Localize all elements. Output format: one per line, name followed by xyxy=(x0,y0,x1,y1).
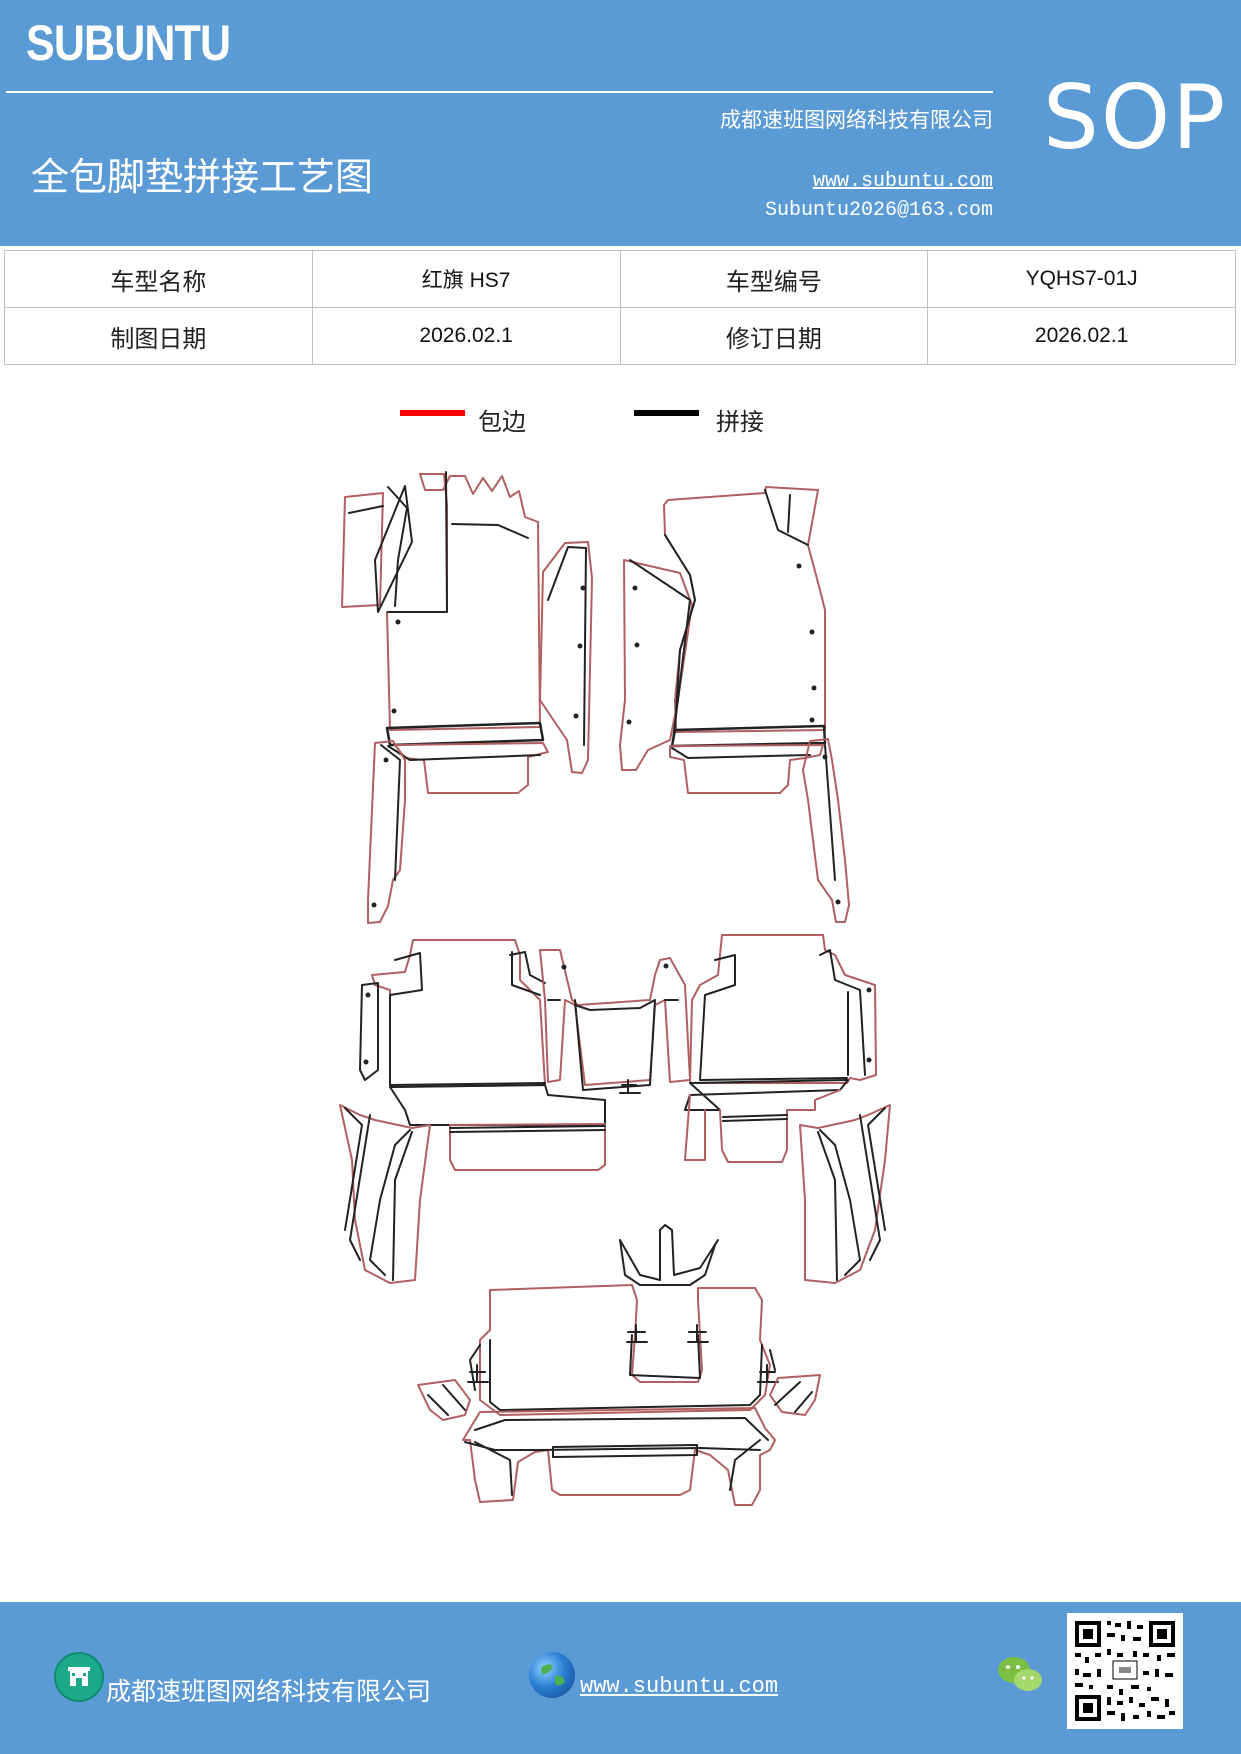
second-row-right-side xyxy=(799,1104,891,1284)
third-row-center-flap xyxy=(619,1224,719,1286)
edging-label: 包边 xyxy=(478,408,526,436)
footer-banner: 成都速班图网络科技有限公司 www.subuntu.com xyxy=(0,1602,1241,1754)
edging-swatch xyxy=(400,410,465,416)
revision-date-label: 修订日期 xyxy=(619,307,929,365)
model-code-label: 车型编号 xyxy=(619,250,929,308)
header-company-name: 成都速班图网络科技有限公司 xyxy=(720,108,993,132)
seam-label: 拼接 xyxy=(716,408,764,436)
legend-seam: 拼接 xyxy=(634,400,774,440)
third-row-step-mat xyxy=(462,1407,776,1506)
table-row: 制图日期 2026.02.1 修订日期 2026.02.1 xyxy=(4,307,1236,365)
third-row-left-corner xyxy=(417,1379,471,1421)
front-left-mat xyxy=(341,471,549,794)
header-banner: SUBUNTU 成都速班图网络科技有限公司 全包脚垫拼接工艺图 www.subu… xyxy=(0,0,1241,246)
qr-code xyxy=(1067,1613,1183,1729)
wechat-icon[interactable] xyxy=(996,1654,1044,1700)
vehicle-info-table: 车型名称 红旗 HS7 车型编号 YQHS7-01J 制图日期 2026.02.… xyxy=(4,250,1236,365)
third-row-mat xyxy=(467,1284,779,1416)
front-left-side-strip xyxy=(539,541,593,774)
second-row-left-side xyxy=(339,1104,431,1284)
draw-date-label: 制图日期 xyxy=(4,307,313,365)
footer-company-name: 成都速班图网络科技有限公司 xyxy=(106,1677,432,1706)
header-website-link[interactable]: www.subuntu.com xyxy=(812,170,993,193)
seam-swatch xyxy=(634,410,699,416)
second-row-left-mat xyxy=(359,939,606,1171)
third-row-right-corner xyxy=(769,1374,821,1416)
second-row-right-mat xyxy=(684,934,877,1163)
draw-date-value: 2026.02.1 xyxy=(311,307,621,365)
page-title: 全包脚垫拼接工艺图 xyxy=(31,155,374,199)
header-email: Subuntu2026@163.com xyxy=(764,199,993,222)
front-left-sill-strip xyxy=(367,740,406,924)
front-right-side-strip xyxy=(619,559,693,771)
table-row: 车型名称 红旗 HS7 车型编号 YQHS7-01J xyxy=(4,250,1236,308)
floor-mat-diagram xyxy=(339,471,891,1506)
center-tunnel-mat xyxy=(539,949,691,1094)
company-building-icon xyxy=(54,1652,104,1702)
globe-icon xyxy=(529,1652,575,1698)
sop-badge: SOP xyxy=(1043,66,1228,169)
model-name-label: 车型名称 xyxy=(4,250,313,308)
revision-date-value: 2026.02.1 xyxy=(927,307,1236,365)
header-divider xyxy=(6,91,993,93)
brand-logo: SUBUNTU xyxy=(26,15,231,71)
front-right-mat xyxy=(663,486,827,794)
footer-website-link[interactable]: www.subuntu.com xyxy=(580,1674,779,1699)
model-code-value: YQHS7-01J xyxy=(927,250,1236,308)
front-right-sill-strip xyxy=(802,738,850,923)
model-name-value: 红旗 HS7 xyxy=(311,250,621,308)
legend-edging: 包边 xyxy=(400,400,540,440)
